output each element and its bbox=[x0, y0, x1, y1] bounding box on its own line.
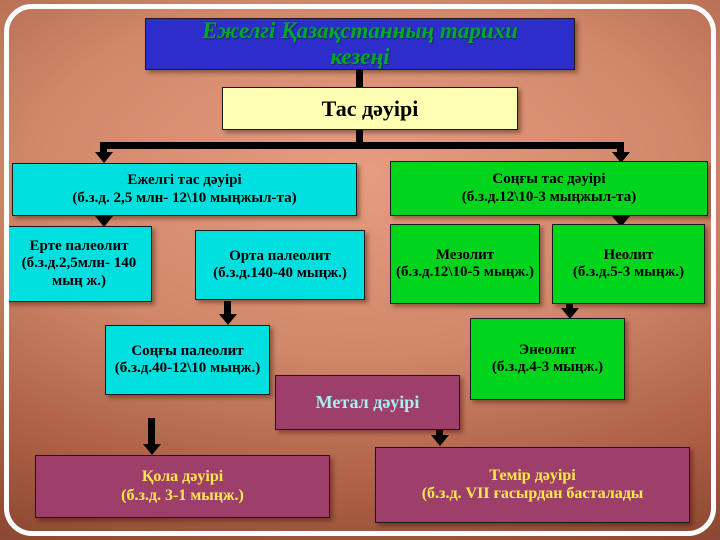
node-stone-age: Тас дәуірі bbox=[222, 87, 518, 130]
node-neolithic-label: Неолит bbox=[603, 246, 654, 263]
arrow-metal-to-iron-age bbox=[436, 429, 443, 435]
slide-title: Ежелгі Қазақстанның тарихи кезеңі bbox=[202, 17, 518, 69]
node-early-paleolithic-label: Ерте палеолит bbox=[29, 238, 129, 255]
node-middle-paleolithic: Орта палеолит (б.з.д.140-40 мыңж.) bbox=[195, 230, 365, 300]
node-middle-paleolithic-dates: (б.з.д.140-40 мыңж.) bbox=[213, 265, 347, 281]
node-mesolithic-label: Мезолит bbox=[435, 246, 495, 263]
node-eneolithic-dates: (б.з.д.4-3 мыңж.) bbox=[491, 359, 604, 375]
node-mesolithic-dates: (б.з.д.12\10-5 мыңж.) bbox=[396, 264, 534, 280]
node-bronze-age-label: Қола дәуірі bbox=[141, 468, 224, 486]
node-iron-age-dates: (б.з.д. VII ғасырдан басталады bbox=[421, 485, 644, 502]
node-early-paleolithic-dates: (б.з.д.2,5млн- 140 мың ж.) bbox=[21, 255, 137, 289]
node-bronze-age-dates: (б.з.д. 3-1 мыңж.) bbox=[121, 486, 244, 504]
node-early-paleolithic: Ерте палеолит (б.з.д.2,5млн- 140 мың ж.) bbox=[6, 226, 152, 302]
node-stone-age-label: Тас дәуірі bbox=[321, 95, 419, 121]
node-eneolithic: Энеолит (б.з.д.4-3 мыңж.) bbox=[470, 318, 625, 400]
arrow-to-bronze-age bbox=[148, 418, 155, 444]
connector-stone-age-to-branches bbox=[356, 128, 363, 145]
node-early-stone-age: Ежелгі тас дәуірі (б.з.д. 2,5 млн- 12\10… bbox=[12, 163, 357, 216]
node-late-paleolithic-dates: (б.з.д.40-12\10 мыңж.) bbox=[114, 360, 261, 376]
arrow-middle-to-late-paleolithic bbox=[224, 301, 231, 314]
slide-title-box: Ежелгі Қазақстанның тарихи кезеңі bbox=[145, 18, 575, 70]
node-late-stone-age-label: Соңғы тас дәуірі bbox=[492, 171, 606, 188]
node-iron-age-label: Темір дәуірі bbox=[489, 466, 576, 484]
node-late-stone-age-dates: (б.з.д.12\10-3 мыңжыл-та) bbox=[461, 188, 637, 205]
arrow-neolithic-to-eneolithic bbox=[566, 304, 573, 308]
node-mesolithic: Мезолит (б.з.д.12\10-5 мыңж.) bbox=[390, 224, 540, 304]
node-neolithic-dates: (б.з.д.5-3 мыңж.) bbox=[572, 264, 685, 280]
node-late-paleolithic: Соңғы палеолит (б.з.д.40-12\10 мыңж.) bbox=[105, 325, 270, 395]
node-metal-age-label: Метал дәуірі bbox=[315, 392, 420, 413]
connector-branch-crossbar bbox=[100, 142, 624, 149]
node-late-stone-age: Соңғы тас дәуірі (б.з.д.12\10-3 мыңжыл-т… bbox=[390, 161, 708, 216]
arrow-to-early-stone-age bbox=[100, 142, 107, 152]
node-bronze-age: Қола дәуірі (б.з.д. 3-1 мыңж.) bbox=[35, 455, 330, 518]
node-early-stone-age-label: Ежелгі тас дәуірі bbox=[127, 172, 242, 189]
node-eneolithic-label: Энеолит bbox=[518, 341, 577, 358]
connector-title-to-stone-age bbox=[356, 64, 363, 90]
node-late-paleolithic-label: Соңғы палеолит bbox=[131, 342, 244, 359]
node-metal-age: Метал дәуірі bbox=[275, 375, 460, 430]
node-iron-age: Темір дәуірі (б.з.д. VII ғасырдан бастал… bbox=[375, 447, 690, 523]
node-neolithic: Неолит (б.з.д.5-3 мыңж.) bbox=[552, 224, 705, 304]
node-middle-paleolithic-label: Орта палеолит bbox=[229, 247, 331, 264]
node-early-stone-age-dates: (б.з.д. 2,5 млн- 12\10 мыңжыл-та) bbox=[72, 189, 297, 206]
arrow-to-late-stone-age bbox=[617, 142, 624, 152]
